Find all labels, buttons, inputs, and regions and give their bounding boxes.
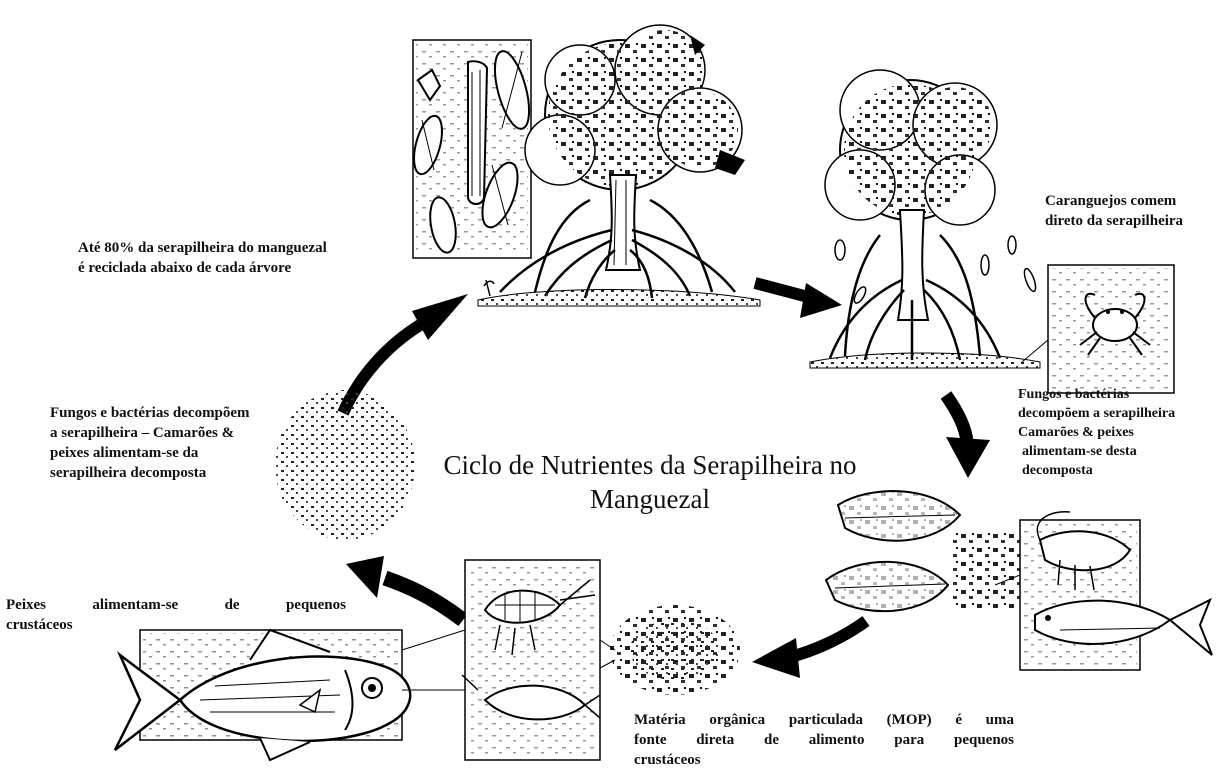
label-line: Fungos e bactérias decompõem bbox=[50, 403, 250, 423]
arrow-tree1-to-tree2 bbox=[755, 283, 842, 318]
label-decompose-left: Fungos e bactérias decompõem a serapilhe… bbox=[50, 403, 250, 483]
label-line: Peixes alimentam-se de pequenos bbox=[6, 595, 346, 615]
label-line: Caranguejos comem bbox=[1045, 191, 1183, 211]
detritus-particles bbox=[275, 390, 415, 540]
arrow-decomposition-to-mop bbox=[752, 621, 866, 678]
label-line: peixes alimentam-se da bbox=[50, 443, 250, 463]
label-fish: Peixes alimentam-se de pequenos crustáce… bbox=[6, 595, 346, 635]
label-recycling: Até 80% da serapilheira do manguezal é r… bbox=[78, 238, 327, 278]
label-line: Camarões & peixes bbox=[1018, 423, 1175, 442]
title-line-1: Ciclo de Nutrientes da Serapilheira no bbox=[420, 448, 880, 482]
arrow-crustaceans-to-detritus bbox=[346, 556, 463, 620]
diagram-title: Ciclo de Nutrientes da Serapilheira no M… bbox=[420, 448, 880, 516]
label-crabs: Caranguejos comem direto da serapilheira bbox=[1045, 191, 1183, 231]
mangrove-tree-left-icon bbox=[409, 25, 760, 306]
label-line: alimentam-se desta bbox=[1018, 442, 1175, 461]
title-line-2: Manguezal bbox=[420, 482, 880, 516]
mop-particles bbox=[610, 605, 740, 695]
label-line: crustáceos bbox=[6, 615, 346, 635]
big-fish-icon bbox=[115, 630, 465, 760]
label-line: direto da serapilheira bbox=[1045, 211, 1183, 231]
label-line: Matéria orgânica particulada (MOP) é uma bbox=[634, 710, 1014, 730]
label-line: Fungos e bactérias bbox=[1018, 385, 1175, 404]
label-mop: Matéria orgânica particulada (MOP) é uma… bbox=[634, 710, 1014, 770]
label-line: decomposta bbox=[1018, 461, 1175, 480]
label-line: crustáceos bbox=[634, 750, 1014, 770]
label-decompose-right: Fungos e bactérias decompõem a serapilhe… bbox=[1018, 385, 1175, 480]
label-line: serapilheira decomposta bbox=[50, 463, 250, 483]
mangrove-tree-right-icon bbox=[810, 70, 1174, 393]
propagule-icon bbox=[468, 61, 487, 204]
arrow-tree2-to-decomposition bbox=[946, 395, 990, 478]
canopy bbox=[525, 25, 745, 190]
crustaceans-inset bbox=[462, 560, 615, 760]
label-line: decompõem a serapilheira bbox=[1018, 404, 1175, 423]
label-line: a serapilheira – Camarões & bbox=[50, 423, 250, 443]
label-line: Até 80% da serapilheira do manguezal bbox=[78, 238, 327, 258]
label-line: é reciclada abaixo de cada árvore bbox=[78, 258, 327, 278]
shrimp-fish-inset bbox=[995, 512, 1212, 670]
label-line: fonte direta de alimento para pequenos bbox=[634, 730, 1014, 750]
